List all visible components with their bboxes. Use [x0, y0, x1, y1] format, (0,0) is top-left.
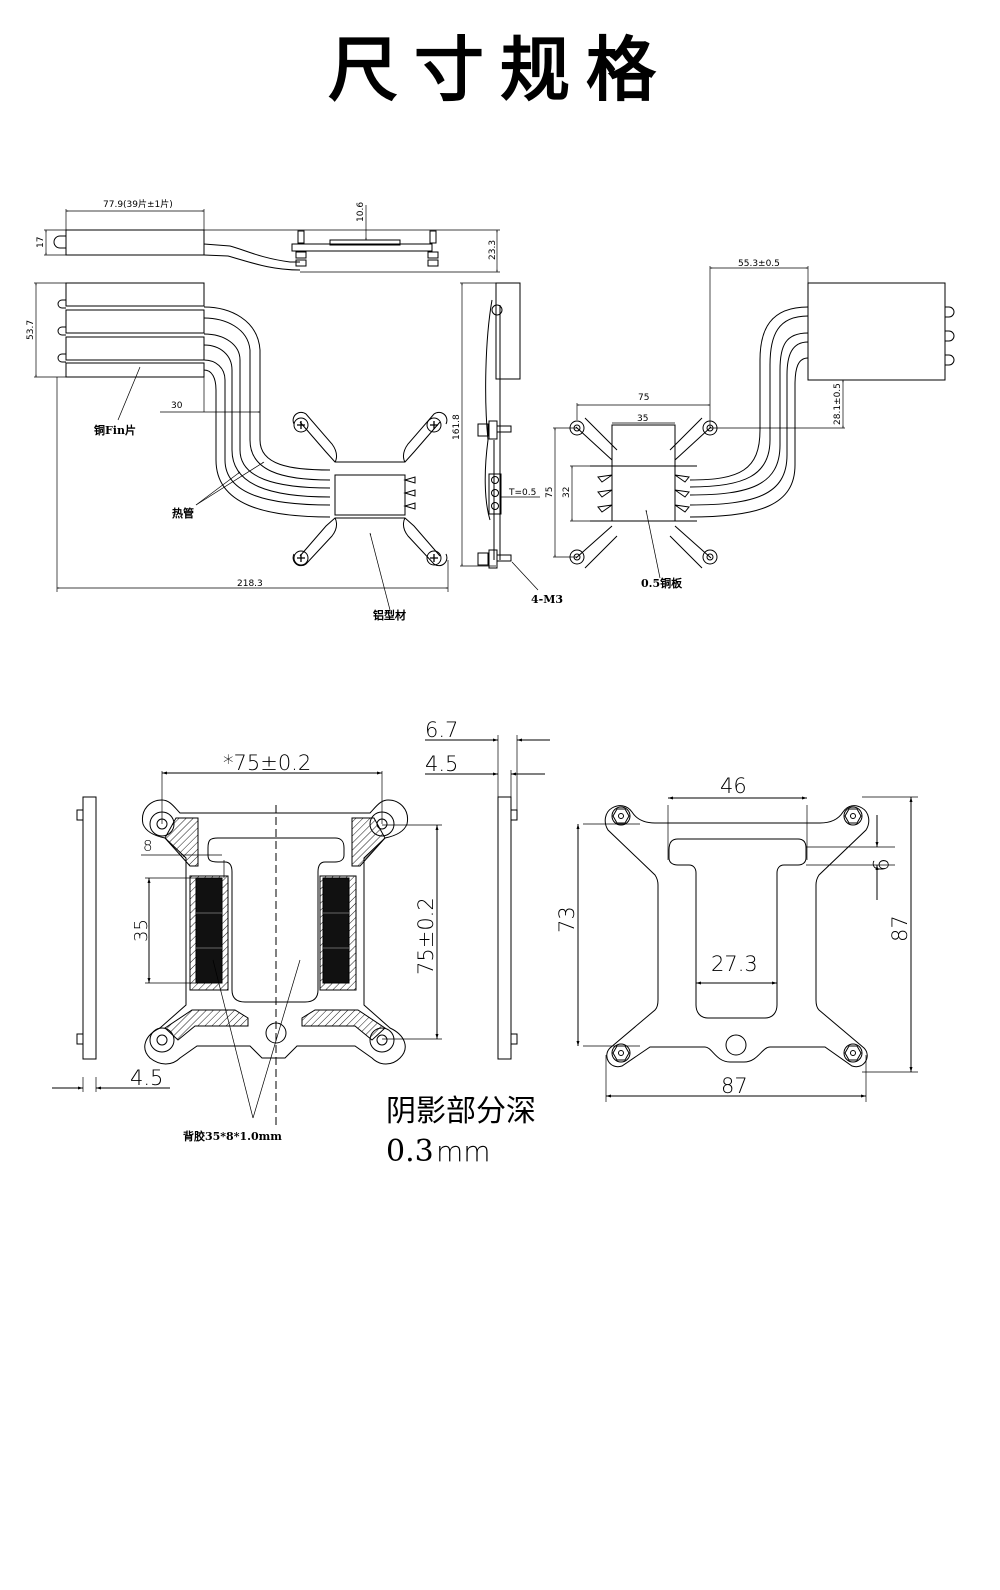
- dim-total-height: 87: [888, 915, 912, 942]
- backplate-side-view: 6.7 4.5: [425, 718, 550, 1060]
- screw-icons: [293, 417, 442, 566]
- dim-thickness: 4.5: [130, 1066, 163, 1090]
- rear-hole-icons: [611, 806, 863, 1063]
- adhesive-pad-right: [322, 877, 350, 984]
- dim-pad-width: 8: [143, 837, 153, 855]
- label-heatpipe: 热管: [172, 506, 194, 520]
- backplate-front-view: *75±0.2 75±0.2 8 35 4.5 背胶35*8*1.0mm: [52, 751, 442, 1143]
- heatsink-front-view: 53.7 30 218.3 铜Fin片 热管 铝型材: [26, 282, 449, 622]
- dim-total-width: 87: [721, 1074, 748, 1098]
- dim-fin-stack-height: 53.7: [26, 320, 36, 340]
- label-copper-plate: 0.5铜板: [641, 576, 683, 590]
- note-line-1: 阴影部分深: [386, 1094, 536, 1129]
- mount-hole-icons: [569, 420, 718, 565]
- dim-hole-spacing-h: *75±0.2: [223, 751, 311, 775]
- dim-fin-height: 17: [36, 237, 46, 248]
- dim-plate-width: 35: [637, 414, 648, 424]
- label-aluminum-bracket: 铝型材: [373, 608, 406, 622]
- dim-fin-to-hole: 28.1±0.5: [833, 383, 843, 425]
- dim-hole-spacing-v: 75±0.2: [414, 897, 438, 975]
- adhesive-pad-left: [195, 877, 223, 984]
- heatsink-bottom-view: 55.3±0.5 75 35 75 32 28.1±0.5 0.5铜板: [545, 259, 955, 590]
- dim-fin-offset: 55.3±0.5: [738, 259, 780, 269]
- heatsink-side-view: 161.8 T=0.5 4-M3: [452, 282, 563, 606]
- dim-plate-thickness: 4.5: [425, 752, 458, 776]
- dim-plate-thickness: T=0.5: [508, 488, 536, 498]
- dim-side-height: 161.8: [452, 414, 462, 440]
- heatsink-top-view: 77.9(39片±1片) 17 10.6 23.3: [36, 198, 500, 273]
- note-depth-unit: mm: [436, 1135, 491, 1168]
- label-adhesive: 背胶35*8*1.0mm: [183, 1129, 282, 1143]
- dim-slot-width: 46: [720, 774, 747, 798]
- dim-total-width: 218.3: [237, 579, 263, 589]
- note-depth-value: 0.3: [386, 1134, 434, 1169]
- dim-plate-height: 32: [562, 487, 572, 498]
- dim-pad-height: 35: [131, 919, 152, 942]
- dim-pipe-offset: 30: [171, 401, 183, 411]
- dim-fin-length: 77.9(39片±1片): [103, 198, 173, 210]
- page-title: 尺寸规格: [328, 29, 672, 111]
- label-screw-spec: 4-M3: [531, 593, 563, 606]
- dim-total-height: 23.3: [488, 240, 498, 260]
- backplate-rear-view: 46 27.3 73 9 87 87: [555, 774, 918, 1102]
- dim-hole-spacing-v: 73: [555, 906, 579, 933]
- dim-inner-width: 27.3: [711, 952, 758, 976]
- dim-total-thickness: 6.7: [425, 718, 458, 742]
- dim-hole-spacing-h: 75: [638, 393, 649, 403]
- dim-hole-spacing-v: 75: [545, 487, 555, 498]
- label-copper-fin: 铜Fin片: [93, 423, 136, 437]
- dim-plate-offset: 10.6: [356, 202, 366, 222]
- backplate-hole-icons: [149, 811, 395, 1053]
- dim-slot-height: 9: [868, 858, 892, 871]
- depth-note: 阴影部分深 0.3 mm: [386, 1094, 536, 1169]
